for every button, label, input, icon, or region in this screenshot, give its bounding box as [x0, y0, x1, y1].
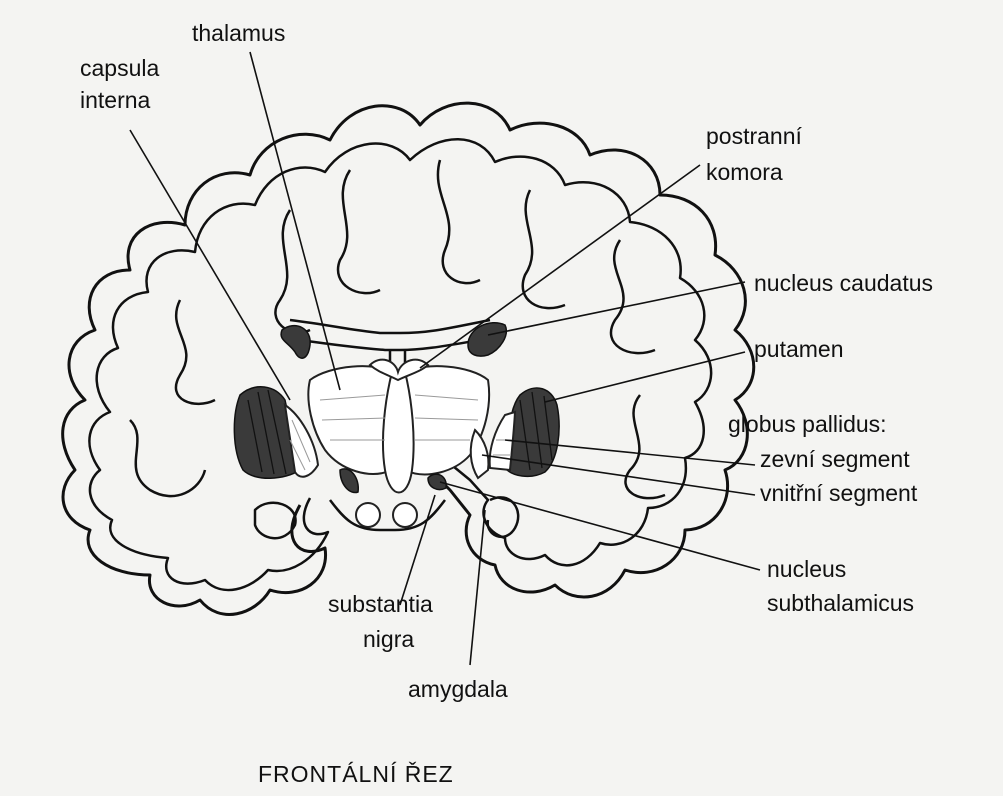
label-putamen: putamen: [754, 336, 844, 362]
label-amygdala: amygdala: [408, 676, 508, 702]
label-postranni-line2: komora: [706, 159, 783, 185]
mammillary-left: [356, 503, 380, 527]
diagram-caption: FRONTÁLNÍ ŘEZ: [258, 761, 454, 787]
label-substantia-line1: substantia: [328, 591, 433, 617]
label-thalamus: thalamus: [192, 20, 285, 46]
label-subthal-line1: nucleus: [767, 556, 846, 582]
label-subthal-line2: subthalamicus: [767, 590, 914, 616]
label-vnitrni-segment: vnitřní segment: [760, 480, 918, 506]
label-nucleus-caudatus: nucleus caudatus: [754, 270, 933, 296]
label-capsula-line1: capsula: [80, 55, 159, 81]
label-capsula-line2: interna: [80, 87, 151, 113]
mammillary-right: [393, 503, 417, 527]
label-zevni-segment: zevní segment: [760, 446, 910, 472]
label-postranni-line1: postranní: [706, 123, 803, 149]
label-globus-pallidus: globus pallidus:: [728, 411, 887, 437]
third-ventricle: [383, 372, 414, 493]
label-substantia-line2: nigra: [363, 626, 414, 652]
